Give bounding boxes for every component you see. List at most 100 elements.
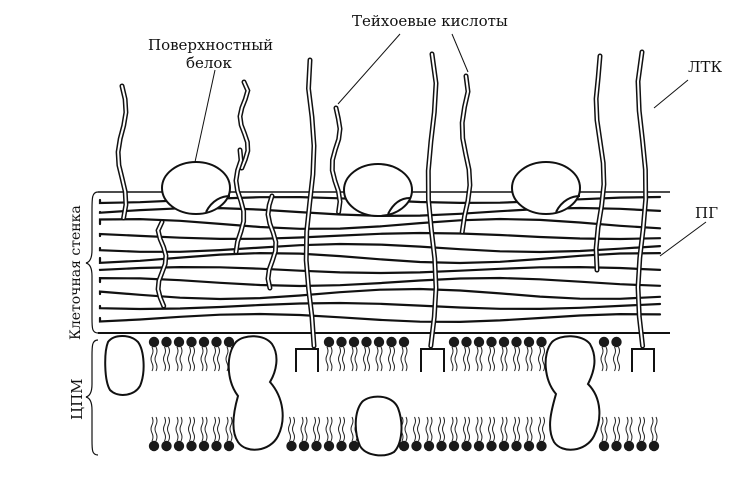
lipid-head — [336, 336, 347, 348]
lipid-tail — [392, 346, 395, 372]
lipid-tail — [288, 416, 291, 442]
lipid-head — [336, 440, 347, 452]
teichoic-strand-core — [595, 55, 605, 271]
teichoic-strand-core — [234, 149, 245, 253]
lipid-head — [211, 336, 222, 348]
lipid-tail — [450, 346, 454, 372]
lipid-tail — [350, 416, 354, 442]
lipid-tail — [325, 346, 329, 372]
lipid-head — [511, 440, 522, 452]
lipid-tail — [154, 346, 158, 372]
lipid-tail — [617, 416, 620, 442]
lipid-head — [323, 336, 335, 348]
lipid-tail — [163, 346, 166, 372]
lipid-tail — [479, 346, 483, 372]
lipid-tail — [404, 346, 408, 372]
lipid-tail — [529, 416, 533, 442]
leader-teichoic-1 — [337, 33, 401, 105]
lipid-tail — [325, 416, 329, 442]
lipid-tail — [454, 346, 458, 372]
surface-proteins — [161, 161, 581, 217]
cell-wall-brace — [85, 191, 99, 334]
lipid-head — [611, 336, 622, 348]
lipid-tail — [467, 346, 470, 372]
lipid-head — [186, 440, 197, 452]
left-braces — [85, 191, 99, 456]
lipid-tail — [175, 416, 179, 442]
peripheral-protein-left — [104, 335, 145, 396]
lipid-head — [486, 336, 497, 348]
lipid-tail — [150, 346, 154, 372]
lipid-head — [211, 440, 222, 452]
inner-leaflet-protein — [354, 395, 403, 457]
lipid-tail — [429, 416, 433, 442]
lipid-head — [173, 440, 185, 452]
label-teichoic-acids: Тейхоевые кислоты — [352, 12, 508, 30]
lipoteichoic-strand-core — [427, 53, 438, 347]
label-cell-wall: Клеточная стенка — [68, 205, 84, 340]
pg-strand — [98, 251, 662, 265]
cpm-brace — [85, 339, 99, 456]
lipid-tail — [613, 416, 616, 442]
lipid-head — [611, 440, 622, 452]
lipid-tail — [313, 416, 316, 442]
lipid-head — [161, 440, 172, 452]
lipid-head — [523, 336, 535, 348]
label-ltk: ЛТК — [688, 58, 723, 76]
lipid-tail — [500, 416, 504, 442]
teichoic-strand-core — [238, 81, 249, 169]
lipid-head — [461, 336, 472, 348]
lipid-head — [398, 336, 410, 348]
lipid-tail — [167, 416, 170, 442]
lipid-head — [173, 336, 185, 348]
lipid-head — [373, 336, 385, 348]
lipid-tail — [150, 416, 154, 442]
lta-anchor-2 — [420, 348, 445, 372]
lipid-tail — [217, 416, 220, 442]
lipid-tail — [175, 346, 179, 372]
lipid-head — [198, 336, 210, 348]
lipid-tail — [342, 346, 345, 372]
lipid-tail — [492, 416, 495, 442]
lipid-head — [511, 336, 522, 348]
lipid-tail — [642, 416, 645, 442]
lipid-tail — [204, 346, 208, 372]
lipid-tail — [204, 416, 208, 442]
lipid-head — [536, 440, 547, 452]
lipid-tail — [342, 416, 345, 442]
lipid-tail — [200, 416, 204, 442]
lipid-tail — [367, 346, 370, 372]
lipid-tail — [425, 416, 429, 442]
lipid-tail — [375, 346, 379, 372]
lipid-head — [186, 336, 197, 348]
lipid-tail — [488, 416, 491, 442]
lipid-tail — [529, 346, 533, 372]
pg-strand — [98, 242, 662, 254]
lipid-tail — [517, 416, 520, 442]
lipid-tail — [600, 416, 604, 442]
lipid-heads-outer — [148, 336, 622, 348]
lipid-head — [448, 336, 460, 348]
leader-ltk — [653, 79, 689, 109]
lipoteichoic-strand-core — [636, 51, 647, 347]
lipid-tail — [538, 416, 541, 442]
lipid-head — [461, 440, 472, 452]
lipid-tail — [225, 346, 229, 372]
transmembrane-protein-right — [544, 335, 601, 451]
pg-strand — [98, 301, 662, 311]
lipid-tail — [225, 416, 229, 442]
lipid-head — [348, 336, 360, 348]
lipid-head — [473, 336, 485, 348]
lipid-tail — [500, 346, 504, 372]
lipid-tail — [400, 346, 404, 372]
lipid-tail — [329, 416, 333, 442]
lipid-tail — [604, 416, 608, 442]
lipid-head — [648, 440, 660, 452]
lipid-tail — [629, 416, 633, 442]
text-labels: Поверхностный белок Тейхоевые кислоты ЛТ… — [68, 12, 723, 420]
lipid-head — [161, 336, 172, 348]
lipoteichoic-strand-core — [305, 59, 316, 347]
lipid-head — [536, 336, 547, 348]
pg-strand — [98, 312, 662, 324]
lipid-tail — [517, 346, 520, 372]
